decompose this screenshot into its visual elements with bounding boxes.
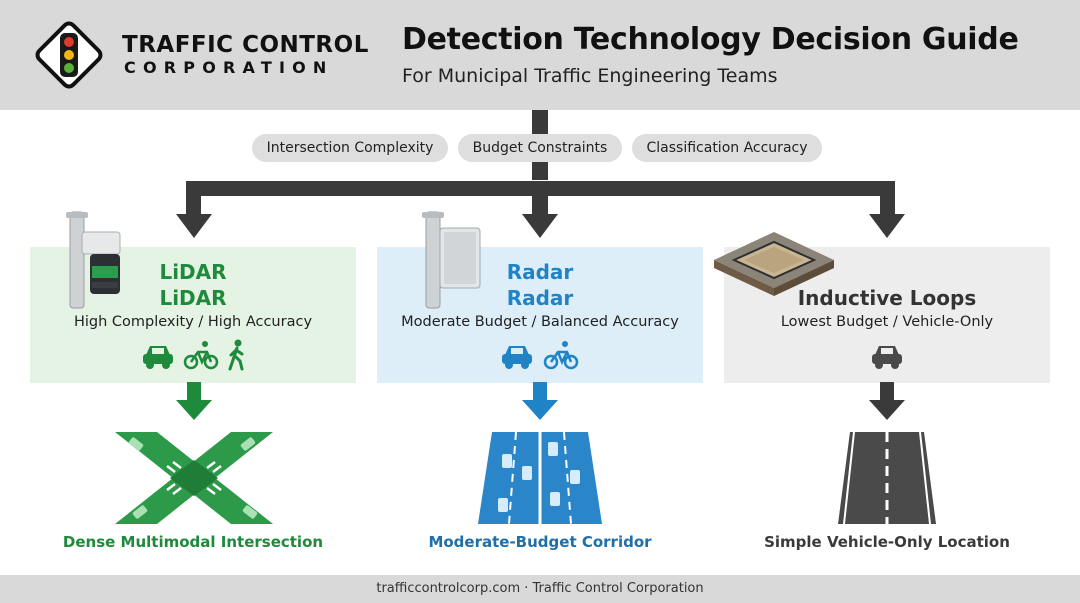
header-bar bbox=[0, 0, 1080, 110]
radar-title-line2: Radar bbox=[506, 286, 574, 310]
traffic-light-logo-icon bbox=[35, 21, 103, 89]
bicycle-icon bbox=[543, 341, 579, 370]
criterion-budget-constraints: Budget Constraints bbox=[458, 134, 622, 162]
lidar-down-arrow-icon bbox=[176, 382, 212, 420]
criterion-intersection-complexity: Intersection Complexity bbox=[252, 134, 448, 162]
inductive-loops-outcome-label: Simple Vehicle-Only Location bbox=[764, 533, 1010, 551]
lidar-title-line2: LiDAR bbox=[159, 286, 227, 310]
criterion-classification-accuracy: Classification Accuracy bbox=[632, 134, 822, 162]
car-icon bbox=[872, 346, 902, 369]
radar-outcome-label: Moderate-Budget Corridor bbox=[428, 533, 652, 551]
brand-name: TRAFFIC CONTROL bbox=[122, 32, 369, 58]
lidar-title-line1: LiDAR bbox=[159, 260, 227, 284]
brand-subname: CORPORATION bbox=[124, 58, 334, 77]
loops-down-arrow-icon bbox=[869, 382, 905, 420]
pedestrian-icon bbox=[228, 339, 244, 371]
radar-title-line1: Radar bbox=[506, 260, 574, 284]
page-subtitle: For Municipal Traffic Engineering Teams bbox=[402, 65, 778, 87]
car-icon bbox=[502, 346, 532, 369]
inductive-loops-description: Lowest Budget / Vehicle-Only bbox=[780, 314, 994, 330]
inductive-loops-title: Inductive Loops bbox=[797, 286, 977, 310]
footer-bar: trafficcontrolcorp.com · Traffic Control… bbox=[0, 575, 1080, 603]
inductive-loop-pavement-icon bbox=[714, 232, 834, 296]
radar-sensor-icon bbox=[422, 211, 481, 309]
lidar-sensor-icon bbox=[66, 211, 121, 309]
page-title: Detection Technology Decision Guide bbox=[402, 22, 1019, 57]
corridor-road-illustration-icon bbox=[478, 432, 602, 524]
lidar-outcome-label: Dense Multimodal Intersection bbox=[62, 533, 324, 551]
car-icon bbox=[143, 346, 173, 369]
radar-description: Moderate Budget / Balanced Accuracy bbox=[401, 314, 679, 330]
lidar-description: High Complexity / High Accuracy bbox=[73, 314, 313, 330]
simple-road-illustration-icon bbox=[838, 432, 936, 524]
radar-down-arrow-icon bbox=[522, 382, 558, 420]
bicycle-icon bbox=[183, 341, 219, 370]
intersection-illustration-icon bbox=[115, 432, 273, 524]
footer-text: trafficcontrolcorp.com · Traffic Control… bbox=[376, 581, 704, 596]
